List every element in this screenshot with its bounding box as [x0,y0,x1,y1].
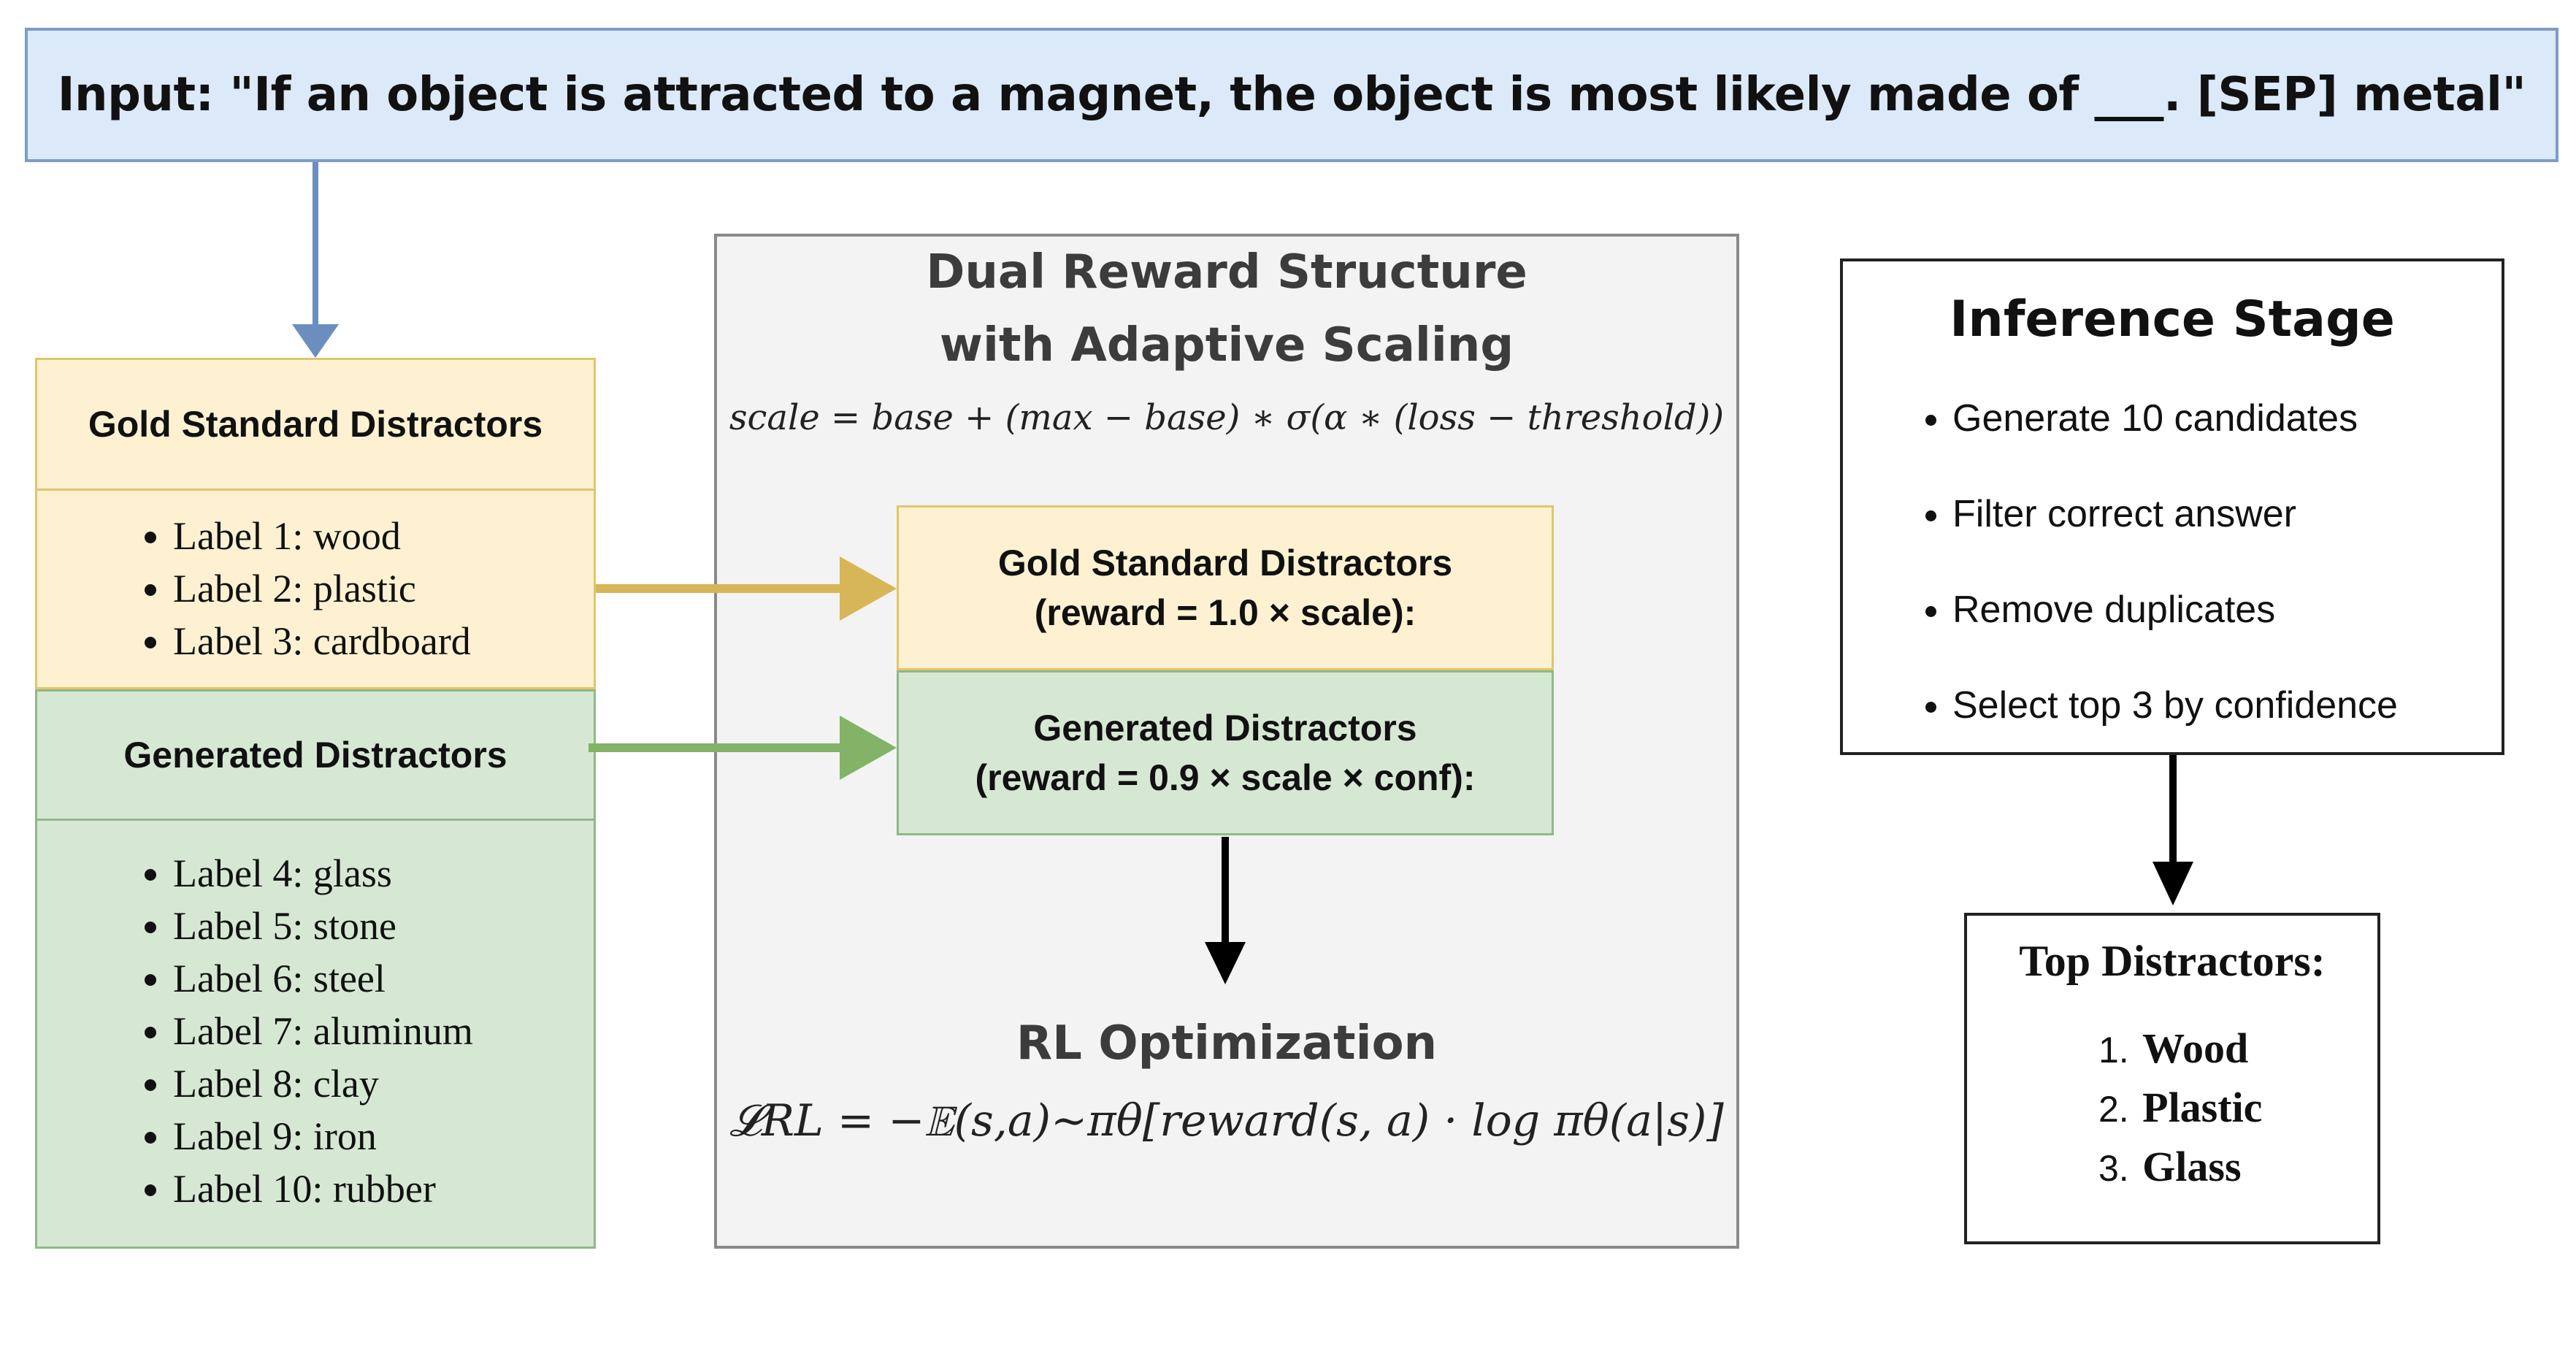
inference-stage-box: Inference Stage Generate 10 candidates F… [1840,259,2504,755]
gold-reward-title: Gold Standard Distractors [997,543,1453,583]
item-number: 1. [2098,1030,2129,1071]
list-item: Label 10: rubber [173,1163,594,1215]
inference-stage-title: Inference Stage [1950,291,2395,348]
generated-distractors-header: Generated Distractors [35,689,596,821]
list-item: Label 2: plastic [173,562,594,615]
generated-reward-title: Generated Distractors [1033,708,1417,748]
generated-distractors-title: Generated Distractors [123,735,507,776]
list-item: 2. Plastic [2098,1079,2262,1138]
item-word: Glass [2142,1143,2242,1190]
list-item: Label 9: iron [173,1110,594,1163]
list-item: 1. Wood [2098,1019,2262,1079]
list-item: Filter correct answer [1952,467,2398,562]
gold-reward-box: Gold Standard Distractors (reward = 1.0 … [897,505,1554,670]
list-item: Label 7: aluminum [173,1005,594,1057]
list-item: 3. Glass [2098,1138,2262,1197]
generated-reward-box: Generated Distractors (reward = 0.9 × sc… [897,670,1554,835]
item-number: 2. [2098,1089,2129,1130]
list-item: Label 4: glass [173,847,594,900]
list-item: Generate 10 candidates [1952,371,2398,467]
scale-formula: scale = base + (max − base) ∗ σ(α ∗ (los… [729,397,1725,438]
top-distractors-box: Top Distractors: 1. Wood 2. Plastic 3. G… [1964,913,2380,1244]
gold-distractors-list: Label 1: wood Label 2: plastic Label 3: … [35,491,596,689]
gold-reward-formula: (reward = 1.0 × scale): [1034,592,1417,633]
list-item: Label 5: stone [173,900,594,952]
item-word: Plastic [2142,1084,2263,1131]
panel-title-line2: with Adaptive Scaling [939,318,1514,372]
list-item: Select top 3 by confidence [1952,658,2398,754]
item-word: Wood [2142,1025,2249,1072]
list-item: Remove duplicates [1952,562,2398,658]
rl-loss-formula: 𝓛RL = −𝔼(s,a)∼πθ[reward(s, a) · log πθ(a… [729,1095,1724,1146]
reward-to-rl-arrowhead [1205,942,1246,984]
gold-distractors-header: Gold Standard Distractors [35,358,596,491]
item-number: 3. [2098,1148,2129,1189]
generated-reward-formula: (reward = 0.9 × scale × conf): [975,757,1476,798]
input-text: Input: "If an object is attracted to a m… [57,68,2526,122]
gold-distractors-title: Gold Standard Distractors [88,404,543,445]
list-item: Label 8: clay [173,1057,594,1110]
rl-optimization-title: RL Optimization [1016,1016,1438,1071]
list-item: Label 3: cardboard [173,615,594,667]
inference-to-top-arrowhead [2153,862,2193,905]
top-distractors-title: Top Distractors: [2019,937,2326,985]
list-item: Label 6: steel [173,952,594,1005]
list-item: Label 1: wood [173,510,594,562]
panel-title-line1: Dual Reward Structure [926,245,1527,299]
generated-distractors-list: Label 4: glass Label 5: stone Label 6: s… [35,821,596,1249]
generated-to-reward-arrowhead [840,716,897,780]
input-box: Input: "If an object is attracted to a m… [25,28,2558,162]
gold-to-reward-arrowhead [840,556,897,621]
input-to-gold-arrowhead [292,324,339,358]
